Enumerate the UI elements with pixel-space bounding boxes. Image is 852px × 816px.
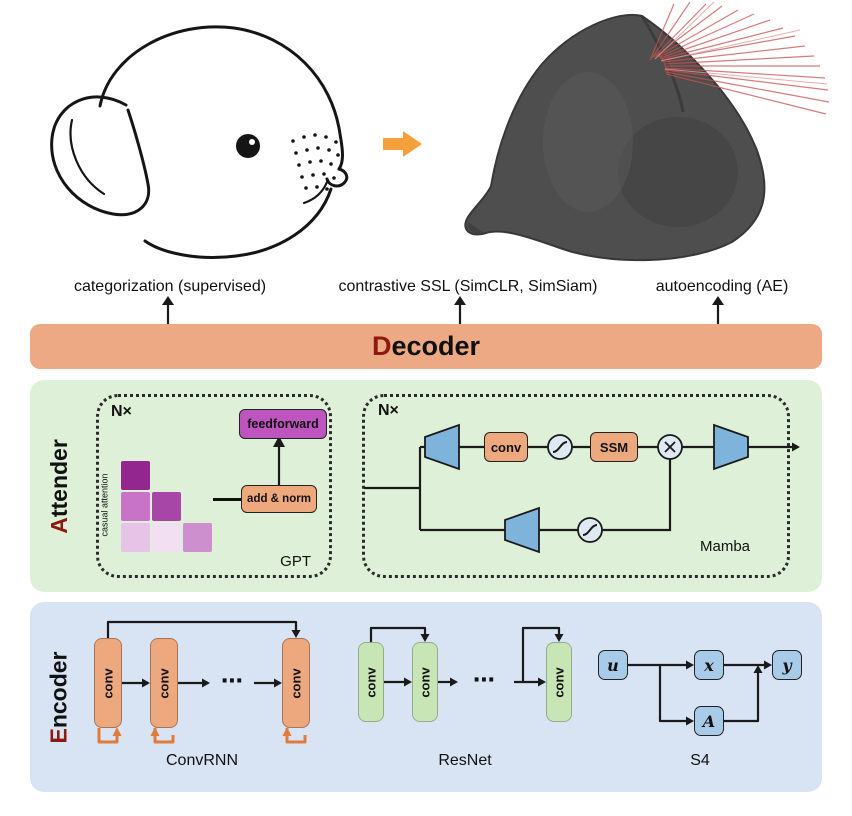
recurrent-loop-arrowheads (112, 727, 292, 736)
arrow-to-autoencoding (712, 296, 724, 324)
whiskers (649, 2, 830, 115)
attender-panel: Attender N× casual attention (30, 380, 822, 592)
s4-x-box: x (694, 650, 724, 680)
mamba-ssm-box: SSM (590, 432, 638, 462)
recurrent-loop-icons (97, 728, 307, 744)
mamba-block (362, 394, 790, 578)
arrow-to-categorization (162, 296, 174, 324)
addnorm-to-feedforward-arrow (273, 436, 285, 485)
attention-axis-label: casual attention (100, 473, 111, 537)
transform-arrow-icon (383, 131, 422, 157)
mouse-eye-glint (249, 139, 255, 145)
convrnn-ellipsis: ⋯ (221, 668, 243, 693)
mouse-outline (50, 25, 349, 260)
whiskers-light (654, 2, 828, 85)
convrnn-conv-box: conv (150, 638, 178, 728)
encoder-panel: Encoder (30, 602, 822, 792)
attender-title: Attender (30, 380, 88, 592)
resnet-conv-box: conv (546, 642, 572, 722)
add-norm-box: add & norm (241, 485, 317, 513)
whisker-pad-dots (291, 133, 342, 191)
task-label-categorization: categorization (supervised) (73, 278, 267, 295)
causal-attention-matrix (121, 461, 212, 554)
snout-3d-mesh (464, 2, 830, 262)
decoder-label: ecoder (391, 331, 481, 361)
snout-ear-flap (467, 222, 484, 234)
convrnn-conv-box: conv (94, 638, 122, 728)
snout-ridge (640, 15, 685, 113)
task-label-contrastive-ssl: contrastive SSL (SimCLR, SimSiam) (338, 278, 598, 295)
attender-title-rest: ttender (45, 438, 72, 517)
matrix-to-addnorm-connector (213, 498, 241, 501)
attention-matrix-cell (121, 461, 150, 490)
convrnn-conv-box: conv (282, 638, 310, 728)
gpt-caption: GPT (280, 553, 311, 570)
task-label-autoencoding: autoencoding (AE) (655, 278, 789, 295)
resnet-caption: ResNet (438, 752, 492, 769)
gpt-repeat-label: N× (111, 403, 132, 420)
gpt-block: N× casual attention (96, 394, 332, 578)
convrnn-caption: ConvRNN (165, 752, 238, 769)
s4-y-box: y (772, 650, 802, 680)
snout-shadow (618, 117, 738, 227)
resnet-ellipsis: ⋯ (473, 667, 495, 692)
resnet-conv-box: conv (412, 642, 438, 722)
encoder-title-rest: ncoder (45, 650, 72, 728)
mouse-drawing (50, 25, 349, 260)
mamba-caption: Mamba (699, 538, 751, 555)
convrnn-wires (106, 620, 298, 685)
s4-a-box: A (694, 706, 724, 736)
attention-matrix-cell (183, 523, 212, 552)
resnet-conv-box: conv (358, 642, 384, 722)
snout-highlight (543, 72, 633, 212)
encoder-accent-letter: E (45, 727, 72, 744)
mamba-output-arrowhead (792, 442, 800, 452)
s4-u-box: u (598, 650, 628, 680)
s4-caption: S4 (690, 752, 710, 769)
encoder-title: Encoder (30, 602, 88, 792)
attention-matrix-cell (121, 492, 150, 521)
decoder-accent-letter: D (371, 331, 392, 361)
mamba-conv-box: conv (484, 432, 528, 462)
attender-accent-letter: A (45, 516, 72, 534)
arrow-to-contrastive-ssl (454, 296, 466, 324)
attention-matrix-cell (121, 523, 150, 552)
feedforward-box: feedforward (239, 409, 327, 439)
mamba-repeat-label: N× (378, 402, 399, 419)
attention-matrix-cell (152, 492, 181, 521)
attention-matrix-cell (152, 523, 181, 552)
mouse-eye (236, 134, 260, 158)
